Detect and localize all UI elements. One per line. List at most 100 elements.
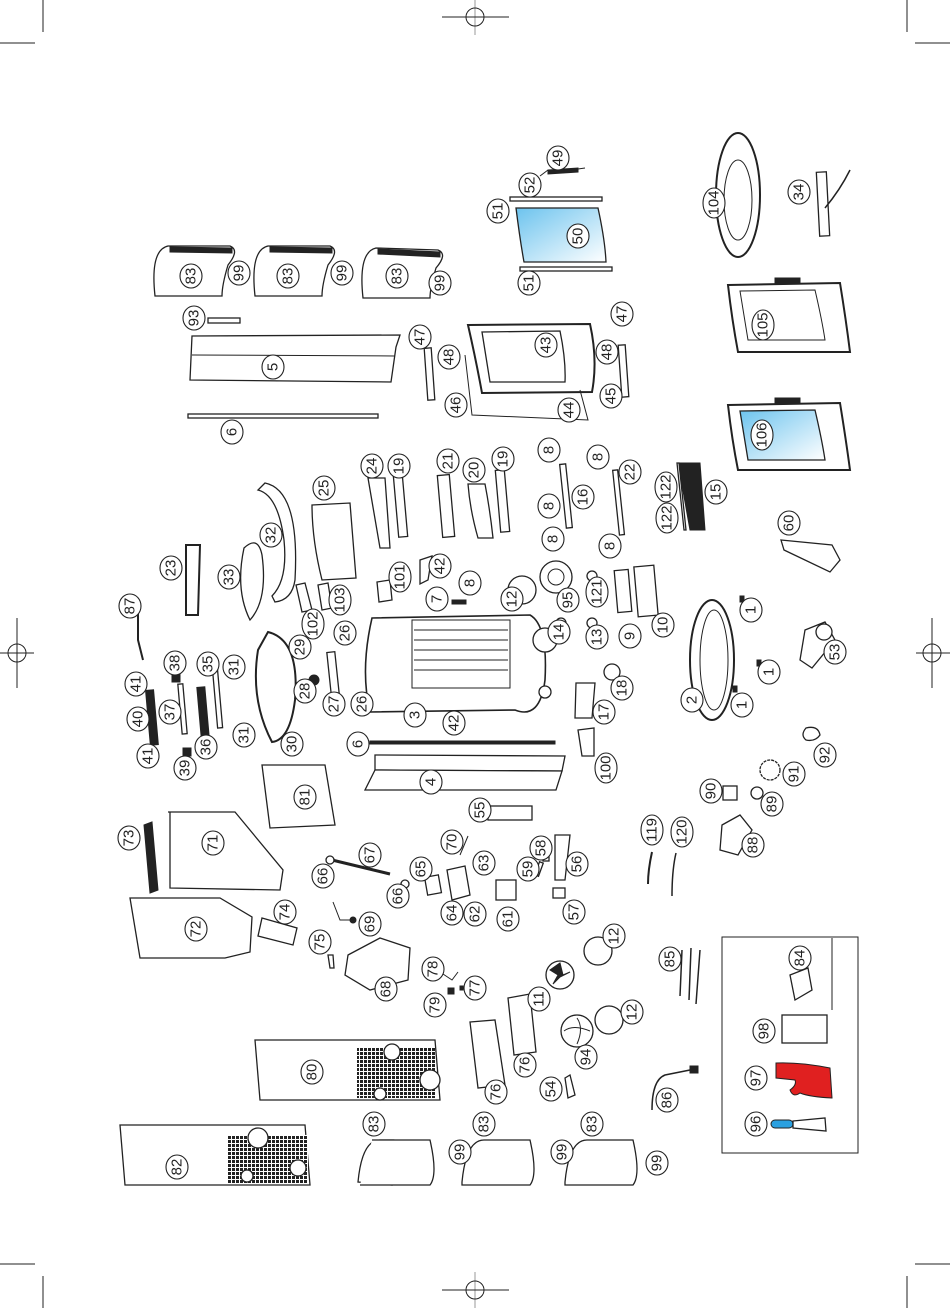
- back-panel-80: [254, 1039, 441, 1101]
- callout-label: 2: [684, 696, 701, 704]
- rail-36: [196, 686, 210, 738]
- callout-23: 23: [159, 555, 183, 581]
- callout-label: 32: [263, 527, 280, 544]
- callout-label: 12: [504, 591, 521, 608]
- callout-circle: [580, 1111, 604, 1137]
- callout-label: 37: [162, 704, 179, 721]
- callout-circle: [201, 830, 225, 856]
- scraper-handle-96: [770, 1119, 794, 1129]
- callout-38: 38: [163, 650, 187, 676]
- callout-circle: [328, 584, 352, 616]
- oven-mitt-97: [775, 1062, 833, 1099]
- callout-circle: [280, 731, 304, 757]
- callout-14: 14: [547, 619, 571, 645]
- callout-circle: [463, 975, 487, 1001]
- callout-label: 66: [315, 868, 332, 885]
- callout-label: 121: [589, 579, 606, 604]
- plate-20: [467, 483, 494, 539]
- callout-label: 122: [658, 474, 675, 499]
- callout-label: 43: [538, 337, 555, 354]
- callout-label: 13: [589, 629, 606, 646]
- callout-circle: [640, 814, 664, 846]
- callout-label: 52: [522, 177, 539, 194]
- callout-circle: [496, 906, 520, 932]
- callout-99: 99: [645, 1150, 669, 1176]
- callout-8: 8: [537, 437, 561, 463]
- callout-41: 41: [124, 671, 148, 697]
- callout-57: 57: [562, 899, 586, 925]
- callout-label: 97: [748, 1070, 765, 1087]
- callout-30: 30: [280, 731, 304, 757]
- callout-circle: [362, 1111, 386, 1137]
- fan-94: [560, 1014, 594, 1048]
- callout-99: 99: [428, 270, 452, 296]
- callout-label: 27: [326, 696, 343, 713]
- callout-label: 16: [575, 489, 592, 506]
- callout-circle: [273, 899, 297, 925]
- callout-circle: [655, 502, 679, 534]
- gasket-12-low: [594, 1005, 624, 1035]
- callout-label: 7: [429, 595, 446, 603]
- callout-circle: [539, 1076, 563, 1102]
- callout-label: 48: [441, 349, 458, 366]
- callout-label: 89: [764, 796, 781, 813]
- callout-79: 79: [423, 992, 447, 1018]
- callout-8: 8: [586, 444, 610, 470]
- callout-circle: [534, 332, 558, 358]
- flue-pipe-17: [574, 682, 596, 719]
- callout-label: 24: [364, 458, 381, 475]
- callout-circle: [124, 671, 148, 697]
- base-rail-4: [363, 754, 566, 791]
- callout-71: 71: [201, 830, 225, 856]
- callout-47: 47: [610, 301, 634, 327]
- callout-21: 21: [436, 448, 460, 474]
- gasket-65: [423, 874, 443, 896]
- callout-15: 15: [704, 479, 728, 505]
- callout-26: 26: [350, 691, 374, 717]
- fuse-79: [447, 987, 455, 995]
- callout-circle: [442, 710, 466, 736]
- callout-label: 83: [280, 268, 297, 285]
- callout-label: 42: [446, 715, 463, 732]
- callout-label: 83: [476, 1116, 493, 1133]
- callout-label: 46: [448, 397, 465, 414]
- callout-label: 83: [584, 1116, 601, 1133]
- callout-label: 71: [205, 835, 222, 852]
- callout-12: 12: [500, 586, 524, 612]
- callout-83: 83: [179, 263, 203, 289]
- callout-81: 81: [293, 784, 317, 810]
- callout-label: 99: [452, 1144, 469, 1161]
- door-105: [726, 277, 852, 353]
- callout-label: 54: [543, 1081, 560, 1098]
- callout-circle: [699, 778, 723, 804]
- rail-35: [211, 667, 224, 729]
- callout-circle: [440, 900, 464, 926]
- callout-label: 34: [791, 184, 808, 201]
- callout-label: 40: [130, 711, 147, 728]
- callout-label: 83: [183, 268, 200, 285]
- callout-circle: [586, 444, 610, 470]
- callout-circle: [813, 742, 837, 768]
- callout-circle: [308, 929, 332, 955]
- sensor-61: [495, 879, 517, 901]
- callout-circle: [787, 179, 811, 205]
- rail-16: [558, 463, 574, 529]
- callout-circle: [537, 437, 561, 463]
- callout-circle: [585, 624, 609, 650]
- gasket-12-mid: [583, 936, 613, 966]
- callout-circle: [585, 576, 609, 608]
- frame-23: [185, 544, 202, 616]
- callout-85: 85: [658, 946, 682, 972]
- callout-circle: [741, 832, 765, 858]
- callout-label: 62: [467, 906, 484, 923]
- callout-76: 76: [513, 1052, 537, 1078]
- callout-circle: [610, 301, 634, 327]
- callout-104: 104: [702, 187, 726, 219]
- washer-66-a: [325, 855, 335, 865]
- callout-8: 8: [537, 493, 561, 519]
- callout-circle: [557, 397, 581, 423]
- callout-label: 84: [792, 950, 809, 967]
- callout-51: 51: [517, 270, 541, 296]
- callout-label: 42: [432, 558, 449, 575]
- callout-68: 68: [374, 976, 398, 1002]
